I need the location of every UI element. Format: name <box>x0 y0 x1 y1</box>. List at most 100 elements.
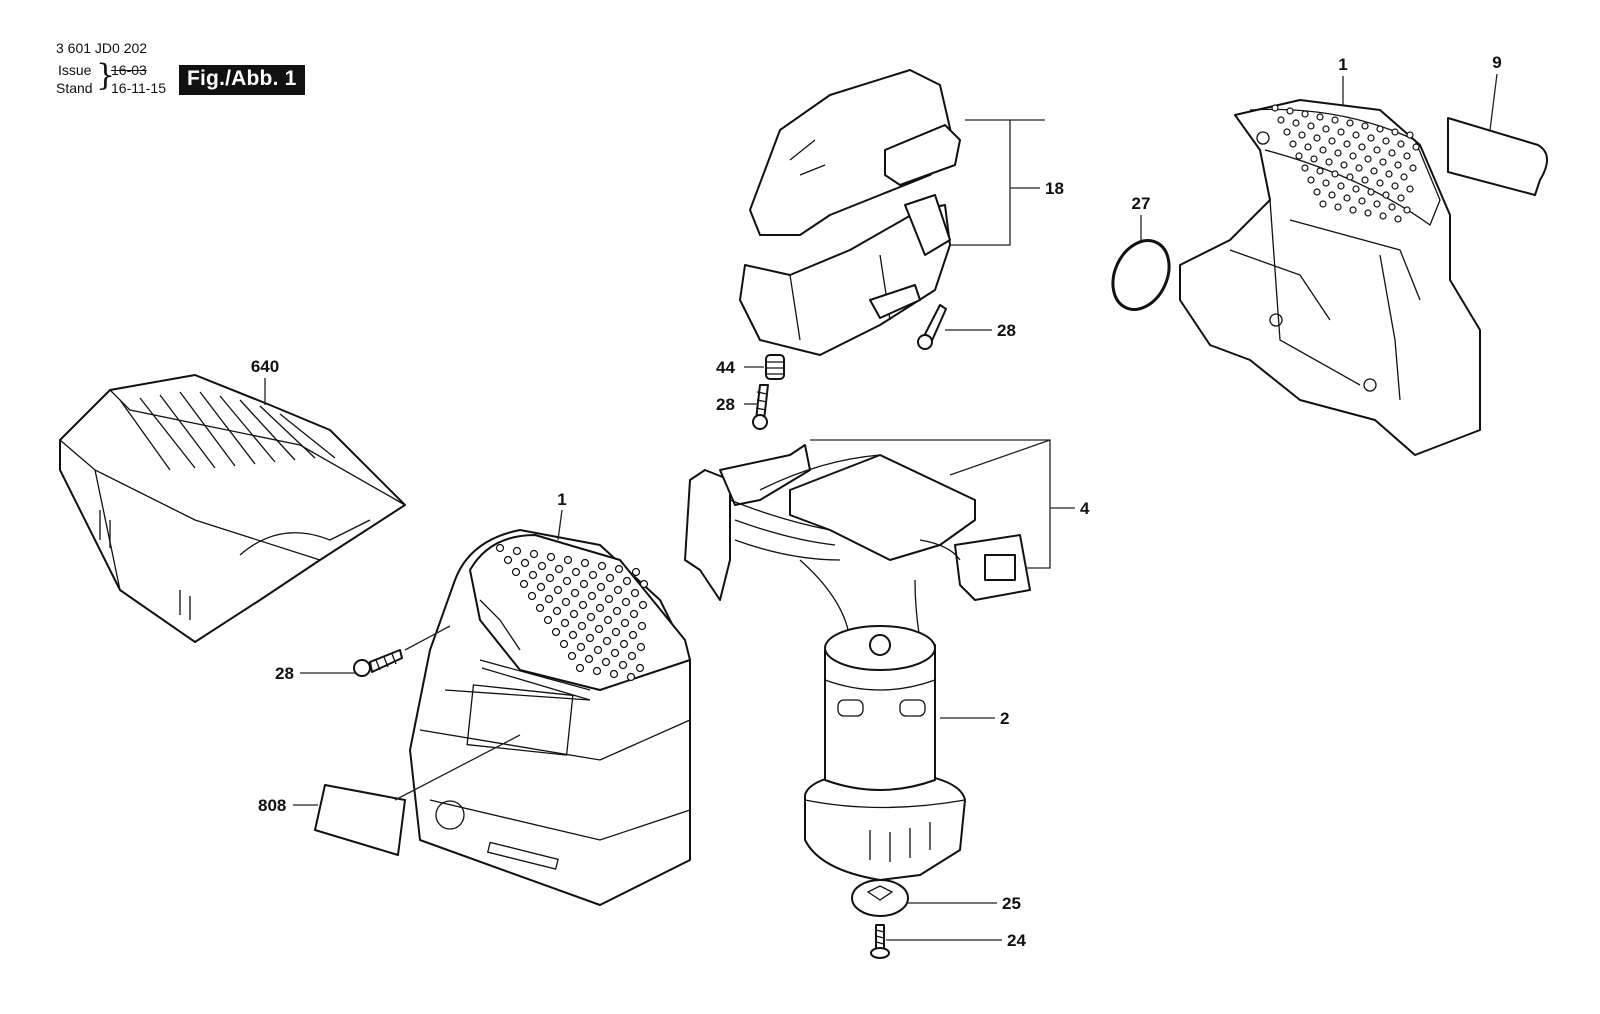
label-808-part[interactable] <box>314 784 406 856</box>
vent-hole <box>561 597 571 607</box>
callout-housing-main: 1 <box>557 490 566 509</box>
vent-hole <box>628 630 638 640</box>
dust-box-part[interactable] <box>59 374 406 643</box>
vent-hole <box>1337 182 1345 190</box>
vent-hole <box>1412 143 1420 151</box>
vent-hole <box>571 567 581 577</box>
vent-hole <box>1361 176 1369 184</box>
vent-hole <box>1349 152 1357 160</box>
vent-hole <box>1376 125 1384 133</box>
vent-hole <box>575 663 585 673</box>
motor-part[interactable] <box>804 625 966 881</box>
vent-hole <box>554 564 564 574</box>
vent-hole <box>1400 173 1408 181</box>
vent-hole <box>1355 164 1363 172</box>
screw-28-cover-part[interactable] <box>917 304 947 350</box>
vent-hole <box>1388 203 1396 211</box>
vent-hole <box>1367 134 1375 142</box>
vent-hole <box>631 567 641 577</box>
vent-hole <box>520 558 530 568</box>
vent-hole <box>1376 179 1384 187</box>
vent-hole <box>1379 158 1387 166</box>
diagram-header: 3 601 JD0 202 Issue Stand } 16-03 16-11-… <box>56 40 376 110</box>
screw-28-left-part[interactable] <box>353 649 403 677</box>
vent-hole <box>1283 128 1291 136</box>
vent-hole <box>1343 194 1351 202</box>
electronics-assembly-part[interactable] <box>684 444 1031 641</box>
vent-hole <box>1328 191 1336 199</box>
callout-fan-washer: 25 <box>1002 894 1021 913</box>
issue-label: Issue <box>58 62 92 78</box>
vent-hole <box>1370 167 1378 175</box>
spring-44-part[interactable] <box>765 354 785 380</box>
callout-screw-28-c: 28 <box>275 664 294 683</box>
vent-hole <box>1397 194 1405 202</box>
vent-hole <box>535 603 545 613</box>
vent-hole <box>1388 149 1396 157</box>
vent-hole <box>596 582 606 592</box>
vent-hole <box>584 654 594 664</box>
vent-hole <box>626 672 636 682</box>
vent-hole <box>560 618 570 628</box>
vent-hole <box>1289 140 1297 148</box>
vent-hole <box>528 570 538 580</box>
vent-hole <box>1331 170 1339 178</box>
vent-hole <box>638 600 648 610</box>
vent-hole <box>562 576 572 586</box>
vent-hole <box>1334 149 1342 157</box>
vent-hole <box>1391 128 1399 136</box>
vent-hole <box>1307 176 1315 184</box>
vent-hole <box>601 657 611 667</box>
vent-hole <box>1367 188 1375 196</box>
fan-washer-part[interactable] <box>851 879 909 917</box>
switch-cover-part[interactable] <box>739 69 961 356</box>
issue-date: 16-03 <box>111 62 147 78</box>
vent-hole <box>1292 119 1300 127</box>
vent-hole <box>568 630 578 640</box>
vent-hole <box>1394 215 1402 223</box>
vent-hole <box>1349 206 1357 214</box>
vent-hole <box>639 579 649 589</box>
callout-motor: 2 <box>1000 709 1009 728</box>
callout-label-808: 808 <box>258 796 286 815</box>
vent-hole <box>1301 110 1309 118</box>
leader-lines <box>264 73 1498 941</box>
vent-hole <box>551 627 561 637</box>
vent-hole <box>636 642 646 652</box>
screw-28-mid-part[interactable] <box>752 384 769 430</box>
vent-hole <box>593 645 603 655</box>
vent-hole <box>603 615 613 625</box>
vent-hole <box>544 594 554 604</box>
vent-hole <box>612 606 622 616</box>
vent-hole <box>629 609 639 619</box>
vent-hole <box>619 639 629 649</box>
vent-hole <box>570 588 580 598</box>
vent-hole <box>1271 104 1279 112</box>
vent-hole <box>577 621 587 631</box>
callout-electronics: 4 <box>1080 499 1090 518</box>
vent-hole <box>1352 131 1360 139</box>
vent-hole <box>1313 134 1321 142</box>
vent-hole <box>527 591 537 601</box>
vent-hole <box>1337 128 1345 136</box>
vent-hole <box>1307 122 1315 130</box>
vent-hole <box>511 567 521 577</box>
vent-hole <box>1358 143 1366 151</box>
screw-24-part[interactable] <box>870 924 890 959</box>
vent-hole <box>495 543 505 553</box>
vent-hole <box>588 570 598 580</box>
vent-hole <box>563 555 573 565</box>
vent-hole <box>1286 107 1294 115</box>
ventilation-holes-top <box>1271 104 1420 223</box>
vent-hole <box>1406 185 1414 193</box>
vent-hole <box>546 552 556 562</box>
label-9-part[interactable] <box>1447 117 1548 196</box>
oring-27-part[interactable] <box>1102 231 1180 318</box>
housing-half-part[interactable] <box>1179 99 1481 456</box>
vent-hole <box>1346 173 1354 181</box>
vent-hole <box>1382 191 1390 199</box>
vent-hole <box>1316 113 1324 121</box>
main-housing-part[interactable] <box>409 529 691 906</box>
vent-hole <box>1343 140 1351 148</box>
vent-hole <box>1325 158 1333 166</box>
